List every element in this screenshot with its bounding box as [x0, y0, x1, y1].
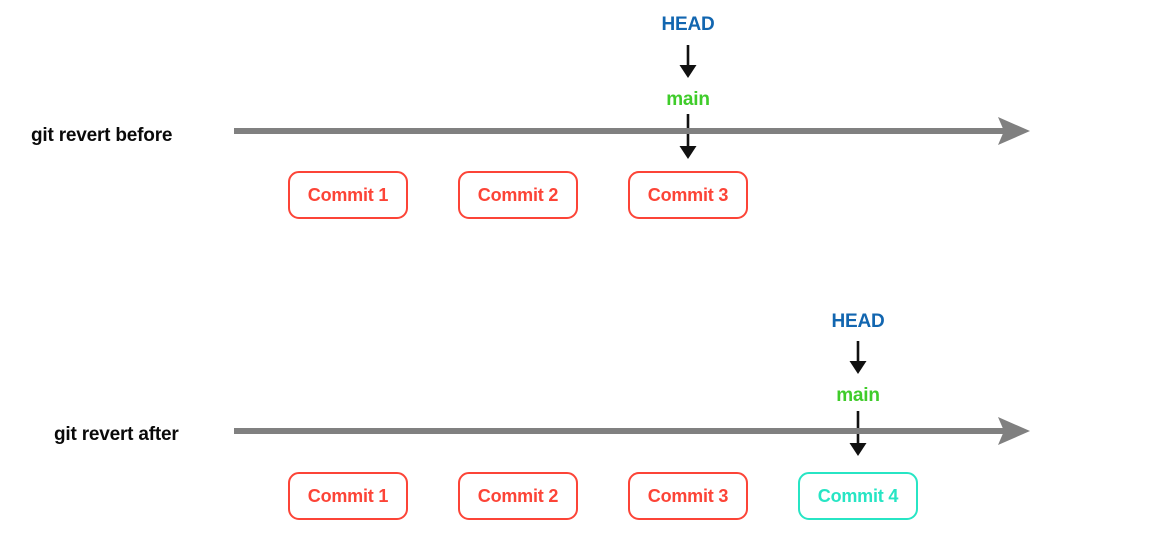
- head-to-branch-arrow-after: [846, 341, 870, 377]
- commit-box[interactable]: Commit 2: [458, 472, 578, 520]
- section-label-before: git revert before: [31, 125, 173, 146]
- commit-box[interactable]: Commit 3: [628, 171, 748, 219]
- commit-label: Commit 2: [477, 485, 559, 506]
- commit-label: Commit 3: [647, 485, 729, 506]
- commit-label: Commit 3: [647, 184, 729, 205]
- section-label-after: git revert after: [54, 424, 179, 445]
- commit-box-new[interactable]: Commit 4: [798, 472, 918, 520]
- commit-label: Commit 1: [307, 184, 389, 205]
- timeline-after: [234, 416, 1030, 446]
- commit-box[interactable]: Commit 1: [288, 472, 408, 520]
- head-label-after: HEAD: [831, 311, 885, 332]
- commit-label: Commit 2: [477, 184, 559, 205]
- commit-box[interactable]: Commit 3: [628, 472, 748, 520]
- branch-label-before: main: [666, 89, 710, 110]
- commit-label: Commit 4: [817, 485, 899, 506]
- timeline-before: [234, 116, 1030, 146]
- commit-box[interactable]: Commit 2: [458, 171, 578, 219]
- commit-label: Commit 1: [307, 485, 389, 506]
- head-label-before: HEAD: [661, 14, 715, 35]
- branch-label-after: main: [836, 385, 880, 406]
- commit-box[interactable]: Commit 1: [288, 171, 408, 219]
- head-to-branch-arrow-before: [676, 45, 700, 81]
